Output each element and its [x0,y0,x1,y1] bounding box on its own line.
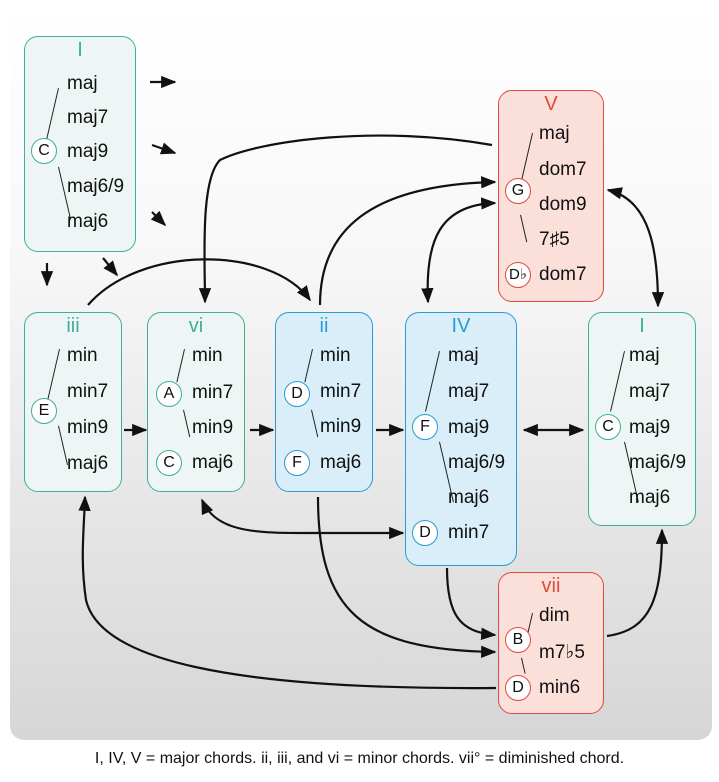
chord-quality: 7♯5 [539,229,570,250]
sub-root-note: F [284,450,310,476]
chord-quality: dom7 [539,159,587,180]
chord-quality: min9 [192,417,234,438]
chord-quality: min9 [67,417,109,438]
root-note: E [31,398,57,424]
chord-quality: dom7 [539,264,587,285]
box-I-top: I C maj maj7 maj9 maj6/9 maj6 [24,36,136,252]
box-vii: vii B dim m7♭5 D min6 [498,572,604,714]
chord-quality: maj6 [320,452,362,473]
chord-quality: maj6 [192,452,234,473]
caption: I, IV, V = major chords. ii, iii, and vi… [94,750,625,767]
chord-quality: maj [448,345,479,366]
chord-quality: maj [539,123,570,144]
chord-quality: maj9 [629,417,671,438]
chord-quality: maj6/9 [448,452,506,473]
root-note: G [505,178,531,204]
root-note: D [284,381,310,407]
chord-quality: maj6 [67,211,109,232]
sub-root-note: D♭ [505,262,531,288]
box-title: IV [451,315,471,337]
box-V: V G maj dom7 dom9 7♯5 D♭ dom7 [498,90,604,302]
root-note: B [505,627,531,653]
box-IV: IV F maj maj7 maj9 maj6/9 maj6 D min7 [405,312,517,566]
chord-quality: maj7 [448,381,490,402]
chord-quality: min7 [320,381,362,402]
box-vi: vi A min min7 min9 C maj6 [147,312,245,492]
root-note: C [31,138,57,164]
chord-quality: min [192,345,223,366]
sub-root-note: D [505,675,531,701]
chord-quality: dim [539,605,570,626]
chord-quality: maj7 [67,107,109,128]
chord-quality: maj [67,73,98,94]
box-ii: ii D min min7 min9 F maj6 [275,312,373,492]
box-title: I [639,315,645,337]
sub-root-note: D [412,520,438,546]
chord-quality: maj9 [67,141,109,162]
box-I-right: I C maj maj7 maj9 maj6/9 maj6 [588,312,696,526]
chord-quality: maj6/9 [629,452,687,473]
chord-quality: maj6/9 [67,176,125,197]
box-iii: iii E min min7 min9 maj6 [24,312,122,492]
chord-quality: min7 [67,381,109,402]
chord-quality: min9 [320,416,362,437]
chord-quality: maj7 [629,381,671,402]
chord-quality: min6 [539,677,581,698]
chord-quality: maj9 [448,417,490,438]
chord-quality: maj [629,345,660,366]
chord-quality: m7♭5 [539,642,585,663]
box-title: ii [319,315,329,337]
root-note: F [412,414,438,440]
box-title: vi [188,315,204,337]
box-title: I [77,39,83,61]
chord-quality: maj6 [67,453,109,474]
chord-quality: dom9 [539,194,587,215]
chord-quality: min [67,345,98,366]
box-title: iii [66,315,80,337]
sub-root-note: C [156,450,182,476]
chord-quality: maj6 [629,487,671,508]
chord-quality: maj6 [448,487,490,508]
chord-quality: min7 [192,382,234,403]
chord-quality: min [320,345,351,366]
box-title: vii [541,575,561,597]
root-note: C [595,414,621,440]
chord-quality: min7 [448,522,490,543]
box-title: V [544,93,558,115]
root-note: A [156,381,182,407]
